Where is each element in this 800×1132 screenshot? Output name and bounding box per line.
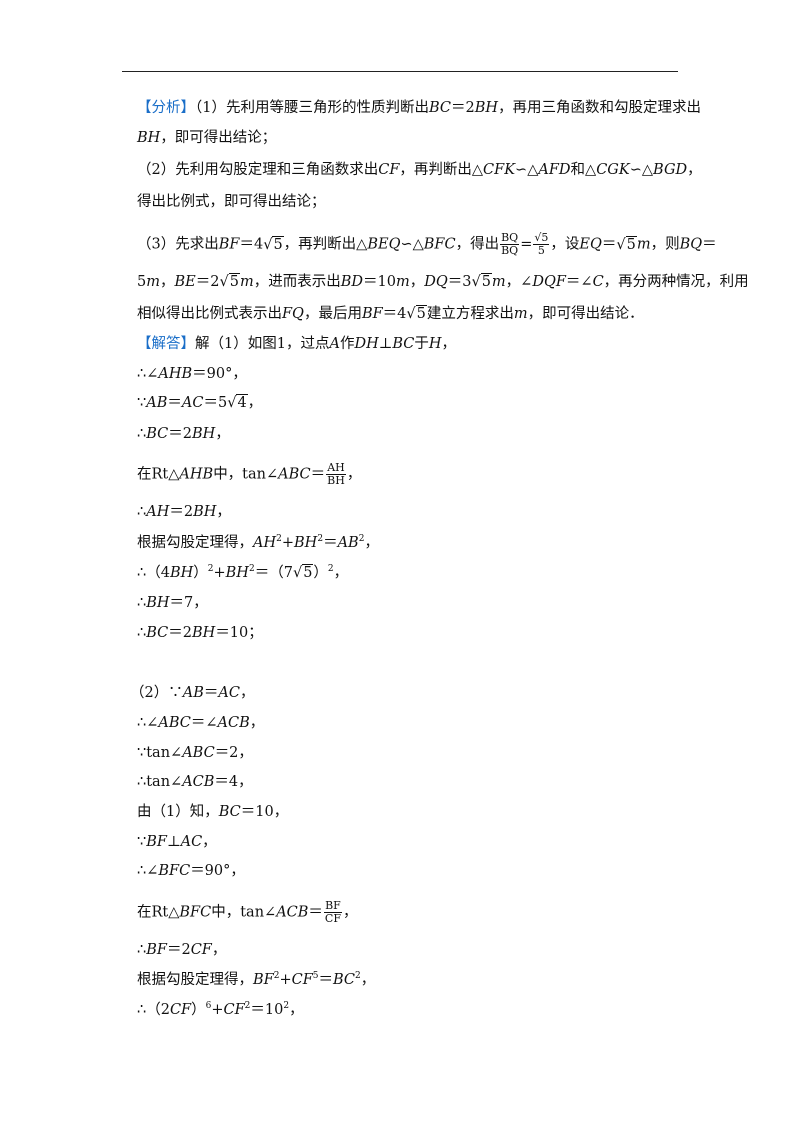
solution-tag: 【解答】 — [137, 336, 195, 352]
analysis-line-3: （2）先利用勾股定理和三角函数求出CF，再判断出△CFK∽△AFD和△CGK∽△… — [137, 162, 702, 178]
sqrt: √5 — [471, 273, 492, 290]
solution-line-20: 根据勾股定理得，BF2+CF5＝BC2， — [137, 971, 376, 989]
sqrt: √5 — [263, 235, 284, 253]
solution-line-8: ∴（4BH）2+BH2＝（7√5）2， — [137, 564, 349, 581]
analysis-tag: 【分析】 — [137, 100, 195, 116]
solution-line-14: ∴tan∠ACB＝4， — [137, 774, 253, 790]
analysis-line-2: BH，即可得出结论； — [137, 130, 277, 146]
sqrt: √5 — [219, 273, 240, 290]
solution-line-21: ∴（2CF）6+CF2＝102， — [137, 1001, 304, 1019]
analysis-line-4: 得出比例式，即可得出结论； — [137, 194, 326, 210]
solution-line-6: ∴AH＝2BH， — [137, 504, 231, 520]
solution-line-11: （2）∵AB＝AC， — [130, 685, 255, 701]
analysis-line-6: 5m，BE＝2√5m，进而表示出BD＝10m，DQ＝3√5m，∠DQF＝∠C，再… — [137, 273, 749, 290]
solution-line-1: 【解答】解（1）如图1，过点A作DH⊥BC于H， — [137, 336, 457, 352]
solution-line-12: ∴∠ABC＝∠ACB， — [137, 715, 265, 731]
solution-line-19: ∴BF＝2CF， — [137, 942, 227, 958]
solution-line-15: 由（1）知，BC＝10， — [137, 804, 289, 820]
sqrt: √4 — [227, 394, 248, 411]
solution-line-13: ∵tan∠ABC＝2， — [137, 745, 253, 761]
solution-line-7: 根据勾股定理得，AH2+BH2＝AB2， — [137, 534, 379, 552]
solution-line-10: ∴BC＝2BH＝10； — [137, 625, 263, 641]
header-rule — [122, 71, 678, 72]
sqrt: √5 — [292, 564, 314, 581]
solution-line-9: ∴BH＝7， — [137, 595, 208, 611]
solution-line-4: ∴BC＝2BH， — [137, 426, 230, 442]
sqrt: √5 — [406, 305, 427, 322]
analysis-line-1: 【分析】（1）先利用等腰三角形的性质判断出BC＝2BH，再用三角函数和勾股定理求… — [137, 100, 702, 116]
sqrt: √5 — [616, 235, 637, 253]
solution-line-16: ∵BF⊥AC， — [137, 834, 217, 850]
solution-line-3: ∵AB＝AC＝5√4， — [137, 394, 263, 411]
analysis-line-7: 相似得出比例式表示出FQ，最后用BF＝4√5建立方程求出m，即可得出结论． — [137, 305, 644, 322]
solution-line-2: ∴∠AHB＝90°， — [137, 366, 247, 382]
solution-line-17: ∴∠BFC＝90°， — [137, 863, 245, 879]
